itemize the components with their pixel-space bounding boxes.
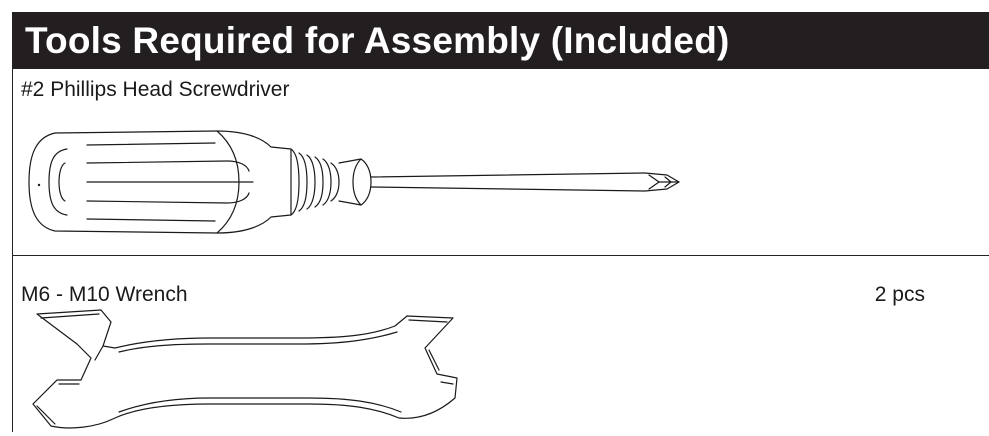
double-open-end-wrench-icon [29, 308, 469, 436]
item-name-screwdriver: #2 Phillips Head Screwdriver [21, 78, 290, 101]
tools-sheet: Tools Required for Assembly (Included) #… [12, 12, 989, 432]
tool-row-screwdriver: #2 Phillips Head Screwdriver [13, 69, 989, 256]
phillips-screwdriver-icon [27, 123, 687, 241]
item-quantity-wrench: 2 pcs [874, 283, 925, 306]
tool-row-wrench: M6 - M10 Wrench 2 pcs [13, 256, 989, 432]
page-title: Tools Required for Assembly (Included) [25, 20, 730, 61]
tools-header: Tools Required for Assembly (Included) [13, 12, 989, 69]
item-name-wrench: M6 - M10 Wrench [21, 283, 188, 306]
